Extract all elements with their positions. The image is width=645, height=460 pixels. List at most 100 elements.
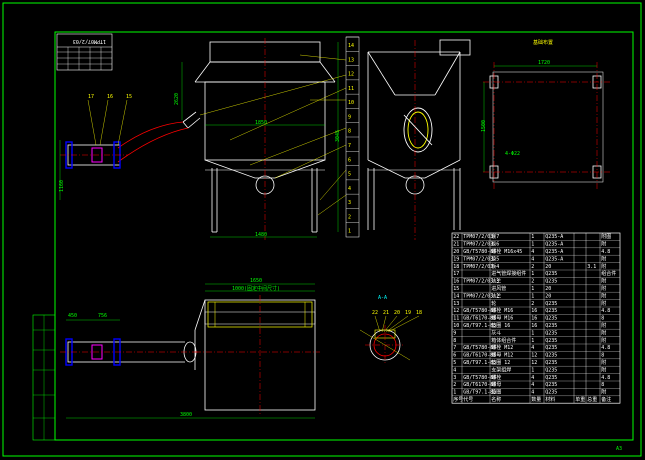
parts-table-cell: 垫圈 — [491, 389, 501, 396]
parts-table-cell: 1 — [531, 242, 534, 248]
parts-table-header-cell: 总重 — [587, 396, 597, 403]
part-no-7: 7 — [348, 143, 351, 149]
parts-table-cell: 垫圈 16 — [491, 322, 510, 329]
parts-table-cell: Q235 — [545, 345, 557, 351]
parts-table-cell: 20 — [545, 293, 551, 299]
left-title-strip — [32, 314, 56, 441]
parts-table-cell: 附 — [601, 241, 606, 248]
parts-table-cell: 附 — [601, 255, 606, 262]
parts-table-cell: 附 — [601, 359, 606, 366]
parts-table-cell: 螺母 — [491, 381, 501, 388]
dim-leg-width: 1480 — [255, 232, 267, 238]
side-view-inlet — [403, 107, 433, 153]
dim-plan-width: 1720 — [538, 60, 550, 66]
parts-table-cell: 8 — [601, 316, 604, 322]
parts-table-cell: 2 — [531, 279, 534, 285]
parts-table-cell: 1 — [531, 234, 534, 240]
part-no-10: 10 — [348, 100, 354, 106]
parts-table-cell: 8 — [453, 338, 456, 344]
parts-table-cell: 附 — [601, 300, 606, 307]
parts-table-cell: TPM07/2/03-2 — [463, 293, 499, 299]
parts-table-cell: Q235 — [545, 330, 557, 336]
parts-table-cell: 板 — [491, 241, 496, 248]
parts-table-cell: Q235 — [545, 308, 557, 314]
parts-table-cell: Q235 — [545, 323, 557, 329]
parts-table-cell: 20 — [453, 249, 459, 255]
parts-table-cell: 嵌 — [491, 233, 496, 240]
parts-table-cell: Q235 — [545, 338, 557, 344]
parts-table-cell: 4 — [531, 256, 534, 262]
dim-plan-dia: 4-Φ22 — [505, 151, 520, 157]
parts-table-header-cell: 备注 — [601, 396, 611, 403]
parts-table-cell: 16 — [531, 308, 537, 314]
parts-table-cell: 附 — [601, 329, 606, 336]
part-no-13: 13 — [348, 57, 354, 63]
parts-table-cell: 附图 — [601, 233, 611, 240]
parts-table-cell: GB/T5780-86 — [463, 375, 496, 381]
dim-top-height: 2620 — [174, 93, 180, 105]
foundation-plan: 基础布置 1720 1500 4-Φ22 — [481, 39, 612, 190]
plan-label: 基础布置 — [533, 39, 553, 46]
parts-table-cell: 4 — [531, 390, 534, 396]
parts-table-cell: Q235 — [545, 367, 557, 373]
parts-table-cell: 16 — [531, 316, 537, 322]
parts-table-cell: 螺栓 — [491, 374, 501, 381]
parts-table-cell: 5 — [453, 360, 456, 366]
parts-table-cell: Q235 — [545, 301, 557, 307]
parts-table-cell: Q235 — [545, 360, 557, 366]
parts-table-cell: 20 — [545, 286, 551, 292]
parts-table-cell: GB/T5780-86 — [463, 345, 496, 351]
parts-table-cell: GB/T6170-86 — [463, 382, 496, 388]
parts-table-cell: 13 — [453, 301, 459, 307]
parts-table-border — [451, 232, 621, 404]
parts-table-cell: 附 — [601, 322, 606, 329]
parts-table-cell: 灰斗 — [491, 329, 501, 336]
parts-table-cell: 4 — [453, 367, 456, 373]
parts-table-cell: 附 — [601, 337, 606, 344]
parts-table-cell: Q235 — [545, 271, 557, 277]
dim-bottom-inner: 1000(固定中间尺寸) — [232, 285, 280, 292]
part-no-5: 5 — [348, 172, 351, 178]
part-no-8: 8 — [348, 129, 351, 135]
parts-table-cell: 8 — [601, 353, 604, 359]
parts-table-cell: 15 — [453, 286, 459, 292]
parts-table-cell: GB/T5780-86 — [463, 308, 496, 314]
parts-table-cell: 4.8 — [601, 375, 610, 381]
parts-table-cell: 附 — [601, 263, 606, 270]
parts-table-cell: 22 — [453, 234, 459, 240]
inlet-pipe-view — [59, 121, 189, 200]
parts-table-cell: 7 — [453, 345, 456, 351]
part-no-3: 3 — [348, 200, 351, 206]
part-no-17: 17 — [88, 94, 94, 100]
dim-bottom-box: 1650 — [250, 278, 262, 284]
part-no-4: 4 — [348, 186, 351, 192]
parts-table-cell: 1 — [531, 286, 534, 292]
parts-table-cell: 附 — [601, 285, 606, 292]
dim-bottom-left-a: 450 — [68, 313, 77, 319]
drawing-number: 1TPM07/2/03 — [73, 38, 106, 44]
parts-table-cell: 1 — [531, 330, 534, 336]
parts-table-cell: 附 — [601, 292, 606, 299]
parts-table-cell: 9 — [453, 330, 456, 336]
parts-table-header-cell: 单重 — [575, 396, 585, 403]
parts-table-cell: 2 — [453, 382, 456, 388]
parts-table-cell: 组合件 — [601, 270, 616, 277]
section-part-no-22: 22 — [372, 310, 378, 316]
part-no-11: 11 — [348, 86, 354, 92]
parts-table-cell: Q235 — [545, 316, 557, 322]
parts-table-cell: 垫圈 12 — [491, 359, 510, 366]
parts-table-cell: 螺母 M16 — [491, 315, 513, 322]
drawing-number-box: 1TPM07/2/03 — [56, 33, 113, 71]
parts-table-cell: TPM07/2/03-6 — [463, 242, 499, 248]
parts-table-cell: 螺母 M12 — [491, 352, 513, 359]
parts-table-cell: 1 — [531, 367, 534, 373]
leader-lines — [199, 54, 347, 216]
parts-table-cell: 6 — [453, 353, 456, 359]
section-part-no-18: 18 — [416, 310, 422, 316]
parts-table-cell: 螺栓 M16x45 — [491, 248, 522, 255]
top-view: 1650 1000(固定中间尺寸) 3800 450 756 — [60, 278, 320, 419]
